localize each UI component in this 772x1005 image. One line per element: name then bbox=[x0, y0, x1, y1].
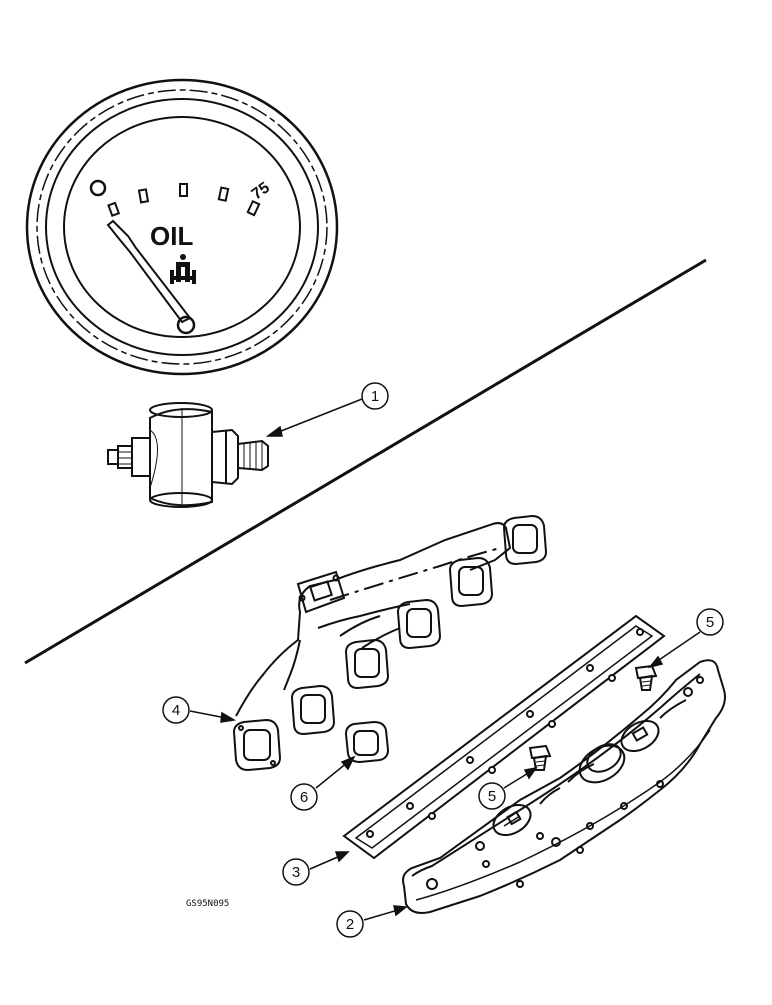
side-cover bbox=[402, 659, 726, 914]
callout-5-upper: 5 bbox=[696, 608, 724, 636]
leader-lines bbox=[189, 398, 701, 921]
callout-5-lower: 5 bbox=[478, 782, 506, 810]
exhaust-manifold bbox=[235, 522, 512, 717]
pipe-plug bbox=[528, 744, 552, 771]
callout-1-label: 1 bbox=[371, 388, 379, 405]
figure-code: GS95N095 bbox=[186, 899, 229, 909]
oil-pressure-sender bbox=[107, 402, 269, 508]
section-divider bbox=[24, 258, 707, 665]
callout-3: 3 bbox=[282, 858, 310, 886]
manifold-port-flange bbox=[448, 556, 494, 608]
callout-6-label: 6 bbox=[300, 789, 308, 806]
callout-4: 4 bbox=[162, 696, 190, 724]
gauge-needle bbox=[106, 219, 196, 335]
gauge-max-value: 75 bbox=[249, 179, 273, 203]
ih-logo bbox=[170, 254, 196, 284]
port-gasket bbox=[344, 720, 390, 764]
oil-pressure-gauge bbox=[25, 78, 339, 376]
callout-5-upper-label: 5 bbox=[706, 614, 714, 631]
callout-2-label: 2 bbox=[346, 916, 354, 933]
callout-5-lower-label: 5 bbox=[488, 788, 496, 805]
callout-4-label: 4 bbox=[172, 702, 180, 719]
gauge-tick-marks bbox=[107, 183, 261, 217]
pipe-plug bbox=[634, 664, 658, 691]
manifold-port-flange bbox=[232, 718, 282, 772]
cover-gasket bbox=[342, 614, 666, 860]
manifold-port-flange bbox=[344, 638, 390, 690]
manifold-port-flange bbox=[502, 514, 548, 566]
callout-1: 1 bbox=[361, 382, 389, 410]
callout-6: 6 bbox=[290, 783, 318, 811]
manifold-port-flange bbox=[396, 598, 442, 650]
callout-3-label: 3 bbox=[292, 864, 300, 881]
gauge-zero-mark bbox=[89, 179, 107, 197]
callout-2: 2 bbox=[336, 910, 364, 938]
gauge-label-oil: OIL bbox=[150, 221, 193, 251]
manifold-port-flange bbox=[290, 684, 336, 736]
